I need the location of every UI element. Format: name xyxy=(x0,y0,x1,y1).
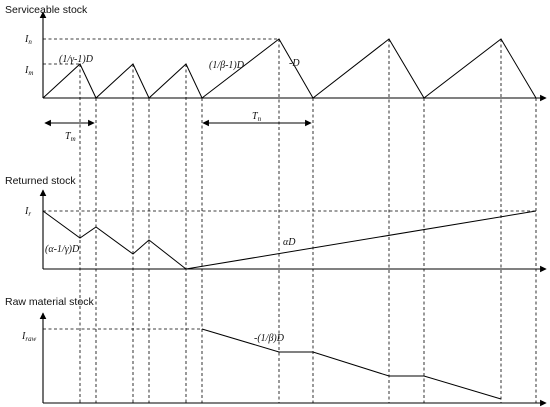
iraw-label: Iraw xyxy=(21,331,37,343)
ir-label: Ir xyxy=(24,206,31,218)
returned-stock-title: Returned stock xyxy=(5,175,76,187)
serviceable-panel: In Im (1/γ-1)D (1/β-1)D -D Tm Tn xyxy=(24,11,547,143)
negative-demand-label: -D xyxy=(289,58,300,69)
time-guides xyxy=(79,39,537,403)
raw-stock-curve xyxy=(201,328,502,400)
tm-label: Tm xyxy=(65,131,76,143)
beta-rate-label: (1/β-1)D xyxy=(209,60,245,71)
im-label: Im xyxy=(24,65,33,77)
alpha-gamma-rate-label: (α-1/γ)D xyxy=(45,244,80,255)
raw-panel: Iraw -(1/β)D xyxy=(21,312,547,407)
in-label: In xyxy=(24,34,32,46)
tn-label: Tn xyxy=(252,111,262,123)
gamma-rate-label: (1/γ-1)D xyxy=(59,54,94,65)
negative-beta-rate-label: -(1/β)D xyxy=(254,333,285,344)
raw-material-stock-title: Raw material stock xyxy=(5,296,94,308)
serviceable-stock-title: Serviceable stock xyxy=(5,4,88,16)
returned-panel: Ir (α-1/γ)D αD xyxy=(24,189,547,273)
alpha-rate-label: αD xyxy=(283,237,296,248)
